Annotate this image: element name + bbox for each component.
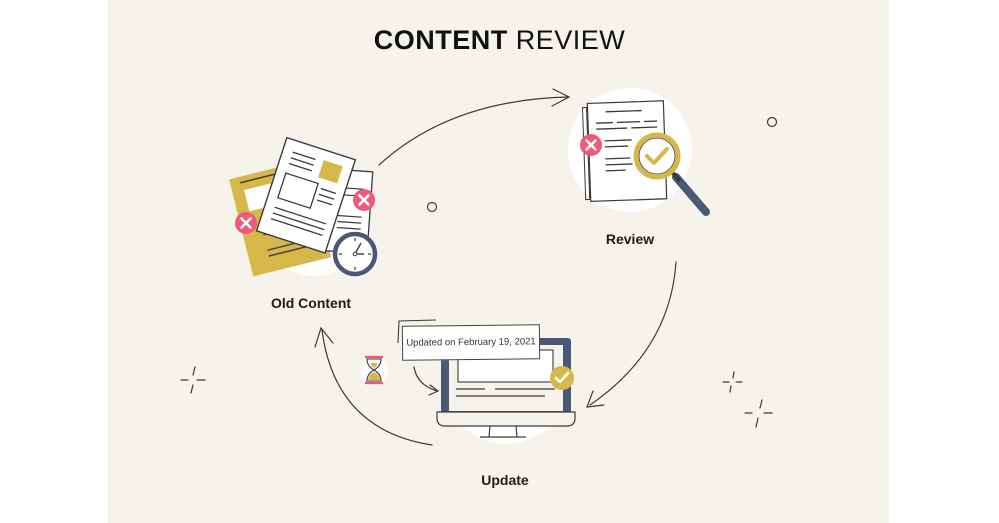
arrow-icon (586, 261, 677, 408)
title-bold: CONTENT (373, 25, 508, 55)
arrow-icon (378, 88, 571, 166)
ring-icon (426, 201, 438, 213)
hourglass-icon (360, 355, 388, 385)
sparkle-icon (180, 366, 206, 394)
update-note: Updated on February 19, 2021 (401, 324, 541, 361)
reject-x-icon (580, 134, 602, 156)
title-regular: REVIEW (515, 25, 626, 55)
stage-label-update: Update (481, 472, 529, 488)
sparkle-icon (722, 371, 743, 393)
check-badge-icon (550, 366, 574, 390)
reject-x-icon (235, 212, 257, 234)
stage-label-review: Review (605, 231, 655, 247)
sparkle-icon (744, 399, 773, 428)
page-title: CONTENT REVIEW (0, 25, 999, 56)
arrow-icon (413, 366, 440, 396)
magnifier-check-icon (633, 132, 710, 216)
documents-icon (229, 136, 374, 277)
clock-icon (332, 231, 378, 277)
ring-icon (766, 116, 778, 128)
stage-label-old-content: Old Content (270, 295, 352, 311)
reject-x-icon (353, 189, 375, 211)
arrow-icon (314, 326, 433, 446)
